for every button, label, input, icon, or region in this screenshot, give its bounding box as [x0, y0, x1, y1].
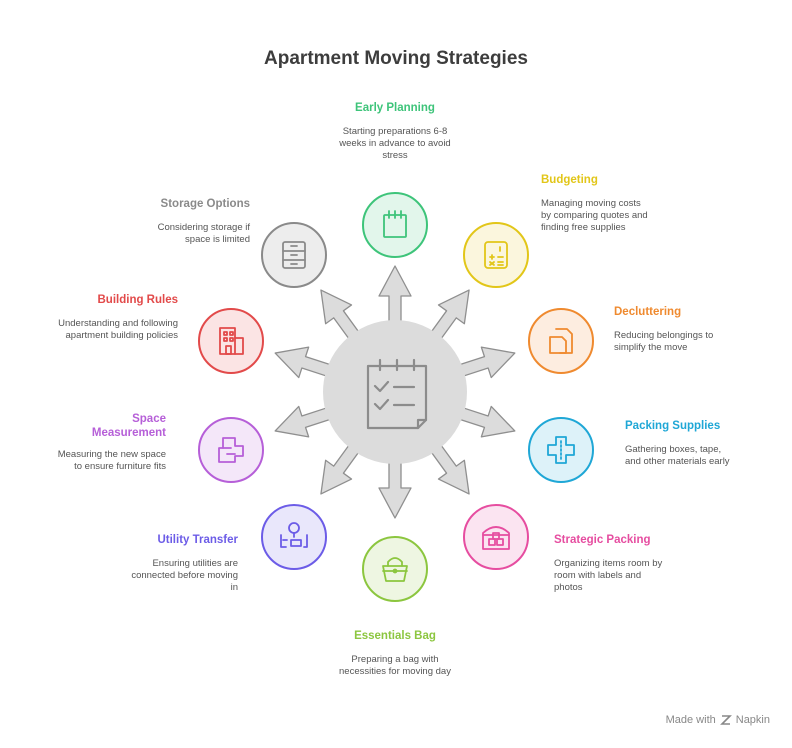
warehouse-icon	[482, 526, 510, 550]
label-storage-options: Storage Options	[160, 198, 250, 210]
label-utility-transfer: Utility Transfer	[157, 534, 238, 546]
label-budgeting: Budgeting	[541, 174, 598, 186]
desc-utility-transfer: Ensuring utilities are connected before …	[131, 558, 238, 593]
footer: Made with Napkin	[666, 714, 770, 726]
node-essentials-bag	[362, 536, 428, 602]
node-strategic-packing	[463, 504, 529, 570]
node-decluttering	[528, 308, 594, 374]
page-title: Apartment Moving Strategies	[264, 48, 528, 69]
footer-text: Made with	[665, 714, 716, 726]
node-packing-supplies	[528, 417, 594, 483]
floorplan-icon	[218, 437, 244, 463]
documents-icon	[549, 328, 573, 354]
node-utility-transfer	[261, 504, 327, 570]
checklist-icon	[366, 358, 428, 430]
node-group	[198, 192, 594, 602]
node-circle	[198, 417, 264, 483]
hub-circle	[323, 320, 467, 464]
desc-essentials-bag: Preparing a bag with necessities for mov…	[339, 654, 451, 677]
arrow-group	[274, 265, 516, 519]
desc-space-measurement: Measuring the new space to ensure furnit…	[57, 449, 166, 472]
arrow	[274, 346, 333, 379]
node-early-planning	[362, 192, 428, 258]
desc-building-rules: Understanding and following apartment bu…	[58, 318, 178, 341]
node-circle	[463, 222, 529, 288]
node-storage-options	[261, 222, 327, 288]
arrow	[320, 289, 361, 342]
arrow	[457, 405, 516, 438]
footer-brand: Napkin	[735, 714, 770, 726]
label-strategic-packing: Strategic Packing	[554, 534, 651, 546]
tape-icon	[547, 436, 575, 464]
desc-storage-options: Considering storage if space is limited	[157, 222, 250, 245]
node-space-measurement	[198, 417, 264, 483]
desc-packing-supplies: Gathering boxes, tape, and other materia…	[625, 444, 730, 467]
arrow	[429, 289, 470, 342]
node-circle	[463, 504, 529, 570]
lightbulb-battery-icon	[280, 522, 308, 548]
napkin-logo-icon	[719, 715, 732, 725]
cabinet-icon	[282, 241, 306, 269]
node-budgeting	[463, 222, 529, 288]
bag-icon	[382, 557, 408, 582]
label-decluttering: Decluttering	[614, 306, 682, 318]
label-essentials-bag: Essentials Bag	[354, 630, 436, 642]
arrow	[429, 442, 470, 495]
node-circle	[528, 308, 594, 374]
arrow	[320, 442, 361, 495]
desc-early-planning: Starting preparations 6-8 weeks in advan…	[339, 126, 451, 161]
label-early-planning: Early Planning	[355, 102, 435, 114]
node-building-rules	[198, 308, 264, 374]
calendar-icon	[383, 210, 407, 238]
node-circle	[362, 192, 428, 258]
arrow	[378, 265, 412, 325]
label-packing-supplies: Packing Supplies	[625, 420, 721, 432]
calculator-icon	[484, 241, 508, 269]
desc-decluttering: Reducing belongings to simplify the move	[614, 330, 714, 353]
arrow	[457, 346, 516, 379]
desc-strategic-packing: Organizing items room by room with label…	[554, 558, 663, 593]
label-space-measurement: Space Measurement	[91, 413, 166, 439]
arrow	[378, 459, 412, 519]
building-icon	[219, 327, 244, 355]
desc-budgeting: Managing moving costs by comparing quote…	[541, 198, 648, 233]
label-building-rules: Building Rules	[97, 294, 179, 306]
arrow	[274, 405, 333, 438]
